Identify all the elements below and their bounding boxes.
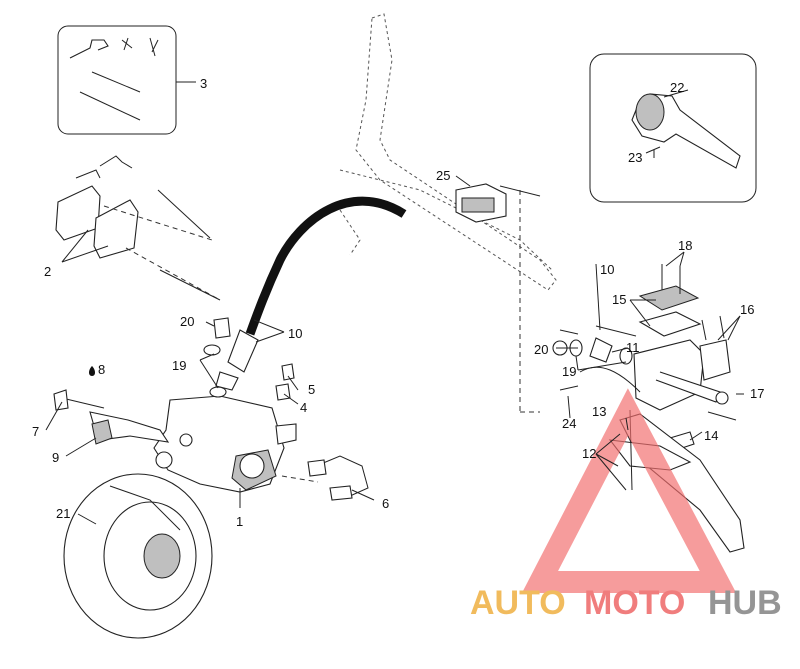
callout-23: 23	[628, 150, 642, 165]
callout-3: 3	[200, 76, 207, 91]
brake-pads	[55, 155, 221, 301]
watermark-auto: AUTO	[470, 584, 566, 622]
callout-10-mc: 10	[600, 262, 614, 277]
callout-24: 24	[562, 416, 576, 431]
watermark-hub: HUB	[708, 584, 782, 622]
brake-caliper	[153, 395, 319, 493]
leader-lines	[45, 175, 744, 525]
handlebar-ghost	[339, 13, 557, 413]
callout-12: 12	[582, 446, 596, 461]
connector-25	[455, 183, 507, 223]
callout-10-hose: 10	[288, 326, 302, 341]
callout-9: 9	[52, 450, 59, 465]
callout-20-mc: 20	[534, 342, 548, 357]
detail-box-pins	[57, 25, 196, 135]
callout-11: 11	[626, 340, 640, 355]
callout-1: 1	[236, 514, 243, 529]
callout-17: 17	[750, 386, 764, 401]
watermark-moto: MOTO	[584, 584, 685, 622]
callout-labels: 1 2 3 4 5 6 7 8 9 10 10 10 11 12 13 14 1…	[32, 76, 764, 529]
callout-18: 18	[678, 238, 692, 253]
callout-6: 6	[382, 496, 389, 511]
brake-pipe	[307, 455, 369, 501]
callout-21: 21	[56, 506, 70, 521]
callout-4: 4	[300, 400, 307, 415]
callout-2: 2	[44, 264, 51, 279]
callout-5: 5	[308, 382, 315, 397]
bracket-and-bolt	[53, 366, 170, 445]
callout-19-caliper: 19	[172, 358, 186, 373]
watermark: AUTO MOTO HUB	[470, 388, 782, 622]
callout-16: 16	[740, 302, 754, 317]
callout-19-mc: 19	[562, 364, 576, 379]
brake-hose	[215, 196, 407, 391]
callout-8: 8	[98, 362, 105, 377]
callout-22: 22	[670, 80, 684, 95]
callout-25: 25	[436, 168, 450, 183]
callout-15: 15	[612, 292, 626, 307]
callout-13: 13	[592, 404, 606, 419]
detail-box-grip	[589, 53, 757, 203]
callout-14: 14	[704, 428, 718, 443]
callout-7: 7	[32, 424, 39, 439]
brake-disc	[63, 473, 213, 639]
callout-20-caliper: 20	[180, 314, 194, 329]
